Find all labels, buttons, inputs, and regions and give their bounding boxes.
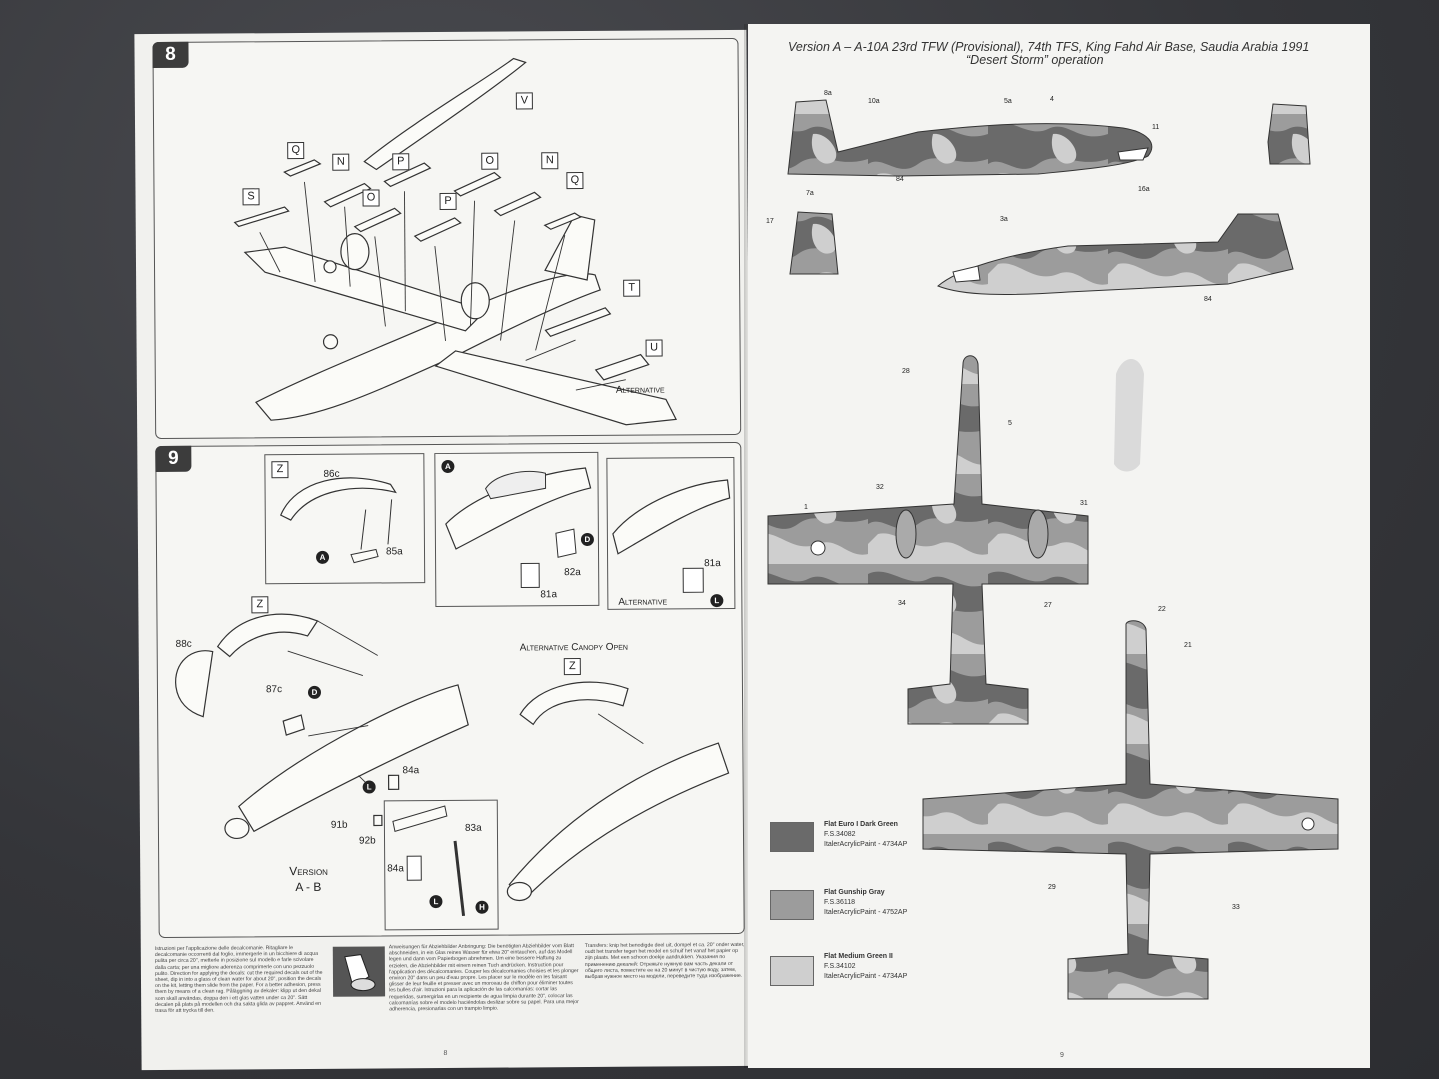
part-83a: 83a [464,822,482,834]
paint-fs-dark-green: F.S.34082 [824,831,856,838]
paint-swatch-dark-green [770,822,814,852]
callout-30: 3a [1000,216,1008,223]
alternative-label: Alternative [615,384,665,396]
step-8-panel: 8 [152,37,742,440]
paint-italeri-gunship-gray: ItalerAcrylicPaint - 4752AP [824,909,908,916]
part-84a-main: 84a [402,765,420,777]
part-label-s: S [242,188,260,206]
circle-d-main: D [307,685,322,699]
decal-instructions-col2: Anweisungen für Abziehbilder Anbringung:… [388,943,579,1013]
step-9-panel: 9 Z 86c 85a A A D 82a 81a [155,441,745,939]
callout-33: 33 [1232,904,1240,911]
callout-29: 29 [1048,884,1056,891]
canopy-open-z-box: Z [563,658,581,676]
instruction-page-right: Version A – A-10A 23rd TFW (Provisional)… [748,24,1370,1068]
inset-alternative: 81a L Alternative [606,456,736,610]
part-91b: 91b [330,819,348,831]
circle-l-inset: L [429,895,443,909]
callout-1-top: 1 [804,504,808,511]
part-label-o-2: O [362,189,380,207]
paint-italeri-medium-green: ItalerAcrylicPaint - 4734AP [824,973,908,980]
paint-fs-gunship-gray: F.S.36118 [824,899,856,906]
cockpit-side-drawing [445,467,592,588]
callout-17: 17 [766,218,774,225]
paint-swatch-gunship-gray [770,890,814,920]
part-label-u: U [645,339,663,357]
paint-name-gunship-gray: Flat Gunship Gray [824,889,885,896]
inset-cockpit-side: A D 82a 81a [434,451,600,608]
instruction-page-left: 8 [134,29,754,1071]
part-92b: 92b [358,835,376,847]
decal-dip-illustration [332,946,386,997]
part-label-t: T [623,279,641,297]
callout-28: 28 [902,368,910,375]
paint-italeri-dark-green: ItalerAcrylicPaint - 4734AP [824,841,908,848]
paint-swatch-medium-green [770,956,814,986]
callout-8a: 8a [824,90,832,97]
part-label-o: O [481,152,499,170]
page-number-left: 8 [443,1049,448,1058]
paint-name-medium-green: Flat Medium Green II [824,953,893,960]
part-label-p: P [392,153,410,171]
version-label: Version [289,863,328,879]
callout-27: 27 [1044,602,1052,609]
version-title: Version A – A-10A 23rd TFW (Provisional)… [788,40,1310,54]
canopy-part-drawing [279,477,397,564]
callout-7a: 7a [806,190,814,197]
callout-10a: 10a [868,98,880,105]
alternative-canopy-open-label: Alternative Canopy Open [519,641,628,654]
part-label-q: Q [287,141,305,160]
part-label-q-2: Q [566,172,584,190]
paint-fs-medium-green: F.S.34102 [824,963,856,970]
inset-bottom-parts: 83a 84a L H [383,799,499,931]
callout-11: 11 [1152,124,1160,131]
part-label-n-2: N [541,152,559,170]
callout-5-top: 5 [1008,420,1012,427]
page-number-right: 9 [1060,1052,1064,1059]
alternative-side-drawing [612,479,731,593]
inset-canopy-parts: Z 86c 85a A [264,453,426,585]
callout-84: 84 [896,176,904,183]
callout-5a: 5a [1004,98,1012,105]
aircraft-profiles-drawing [767,99,1339,1000]
part-84a-inset: 84a [387,863,404,875]
bottom-parts-drawing [392,805,466,917]
version-subtitle: “Desert Storm” operation [966,53,1104,67]
decal-instructions-col3: Transfers: knip het benodigde deel uit, … [584,941,745,981]
decal-instructions-col1: Istruzioni per l'applicazione delle deca… [154,945,323,1015]
part-87c: 87c [265,684,283,696]
part-88c: 88c [175,638,192,650]
callout-22: 22 [1158,606,1166,613]
part-label-v: V [515,92,533,110]
part-label-n: N [332,153,350,171]
step-8-aircraft-drawing [233,57,678,426]
callout-34: 34 [898,600,906,607]
callout-21: 21 [1184,642,1192,649]
paint-info-dark-green: Flat Euro I Dark Green F.S.34082 ItalerA… [824,820,907,850]
circle-l-main: L [362,780,376,794]
part-label-p-2: P [439,192,457,211]
paint-info-gunship-gray: Flat Gunship Gray F.S.36118 ItalerAcryli… [824,888,907,918]
callout-16a: 16a [1138,186,1150,193]
paint-info-medium-green: Flat Medium Green II F.S.34102 ItalerAcr… [824,952,907,982]
version-ab-label: A - B [295,879,322,895]
callout-4: 4 [1050,96,1054,103]
circle-h: H [475,900,489,914]
callout-84-2: 84 [1204,296,1212,303]
callout-31: 31 [1080,500,1088,507]
callout-32: 32 [876,484,884,491]
step-9-main-drawing [175,613,730,902]
paint-name-dark-green: Flat Euro I Dark Green [824,821,898,828]
